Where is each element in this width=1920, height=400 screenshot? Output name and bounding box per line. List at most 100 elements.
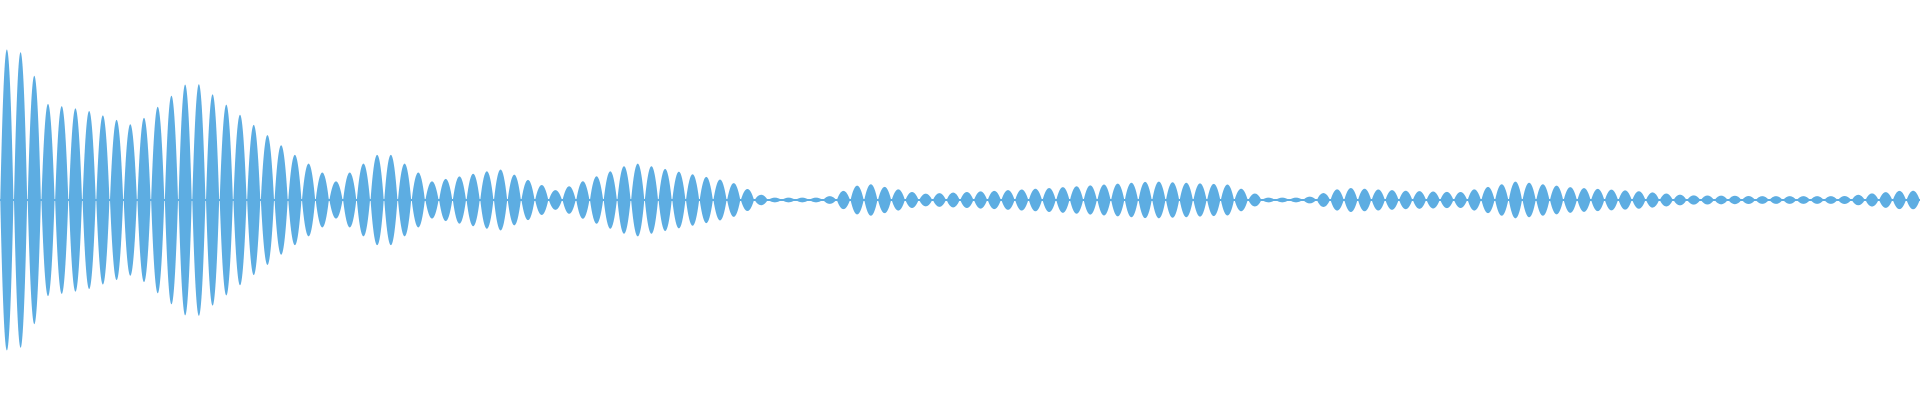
waveform-pulse [1097, 184, 1111, 216]
waveform-pulse [768, 197, 782, 203]
waveform-pulse [1261, 197, 1276, 203]
waveform-pulse [13, 52, 28, 348]
waveform-pulse [576, 181, 590, 219]
waveform-pulse [1591, 188, 1605, 212]
waveform-pulse [1508, 181, 1523, 219]
waveform-pulse [192, 84, 206, 316]
waveform-pulse [1495, 184, 1509, 216]
waveform-pulse [1879, 192, 1893, 208]
waveform-pulse [685, 174, 700, 226]
waveform-pulse [466, 173, 480, 227]
waveform-pulse [1755, 196, 1769, 204]
waveform-pulse [877, 186, 892, 214]
waveform-baseline [0, 199, 1920, 201]
waveform-pulse [27, 75, 41, 325]
waveform-pulse [1673, 194, 1687, 206]
waveform-pulse [1234, 188, 1248, 212]
waveform-pulse [836, 190, 851, 210]
waveform-pulse [960, 191, 974, 209]
waveform-pulse [973, 191, 988, 209]
waveform-pulse [740, 188, 755, 212]
waveform-pulse [1536, 184, 1550, 216]
waveform-pulse [0, 49, 14, 351]
waveform-pulse [1481, 186, 1495, 214]
waveform-pulse [1467, 189, 1481, 211]
waveform-pulse [1783, 196, 1797, 204]
waveform-pulse [1316, 192, 1331, 208]
waveform-pulse [1207, 183, 1221, 217]
waveform-pulse [603, 171, 617, 229]
waveform-pulse [370, 154, 384, 246]
waveform-pulse [1412, 191, 1427, 209]
waveform-pulse [795, 197, 809, 203]
waveform-pulse [1069, 186, 1084, 214]
waveform-pulse [137, 117, 151, 283]
waveform-pulse [1193, 183, 1207, 217]
waveform-pulse [1577, 188, 1591, 212]
waveform-pulse [507, 174, 521, 226]
waveform-pulse [1522, 182, 1536, 218]
waveform-pulse [260, 135, 275, 265]
waveform-pulse [411, 172, 425, 228]
waveform-pulse [919, 193, 933, 207]
waveform-pulse [1632, 191, 1646, 209]
waveform-pulse [1563, 187, 1577, 213]
waveform-pulse [1165, 182, 1180, 218]
waveform-pulse [274, 145, 288, 255]
waveform-pulse [452, 176, 467, 224]
waveform-pulse [548, 190, 563, 210]
waveform-pulse [1549, 185, 1564, 215]
waveform-pulse [932, 193, 947, 207]
waveform-pulse [178, 84, 192, 316]
waveform-pulse [672, 171, 686, 229]
waveform-pulse [1714, 195, 1728, 205]
waveform-pulse [439, 178, 453, 222]
waveform-pulse [617, 166, 631, 234]
waveform-pulse [164, 95, 179, 305]
waveform-pulse [781, 197, 796, 203]
waveform-pulse [329, 181, 343, 219]
waveform-pulse [493, 169, 508, 231]
waveform-pulse [288, 154, 302, 246]
waveform-pulse [809, 197, 823, 203]
waveform-pulse [205, 94, 220, 306]
waveform-pulse [425, 181, 439, 219]
waveform-pulse [1344, 187, 1358, 213]
waveform-pulse [987, 190, 1001, 210]
waveform-pulse [1618, 190, 1632, 210]
waveform-pulse [109, 119, 124, 281]
waveform-pulse [1275, 197, 1289, 203]
waveform-pulse [589, 176, 604, 224]
waveform-pulse [1179, 182, 1193, 218]
waveform-pulse [480, 171, 494, 229]
waveform-pulse [1687, 195, 1701, 205]
waveform-pulse [1741, 195, 1756, 205]
waveform-pulse [356, 163, 371, 237]
waveform-pulse [82, 110, 96, 290]
waveform-pulse [1289, 197, 1303, 203]
waveform-pulse [1028, 188, 1043, 212]
waveform-pulse [727, 183, 741, 217]
waveform-pulse [823, 196, 837, 204]
waveform-pulse [1056, 187, 1070, 213]
waveform-pulse [631, 163, 645, 237]
waveform-pulse [315, 172, 329, 228]
waveform-pulse [1851, 194, 1865, 206]
waveform-pulse [343, 172, 357, 228]
waveform-pulse [891, 189, 905, 211]
waveform-pulse [1357, 188, 1372, 212]
waveform-pulse [1453, 191, 1468, 209]
waveform-pulse [41, 103, 55, 297]
waveform-pulse [1700, 195, 1715, 205]
waveform-pulse [1906, 190, 1920, 210]
waveform-pulse [1111, 183, 1125, 217]
waveform-pulse [1330, 189, 1344, 211]
waveform-pulse [754, 194, 768, 206]
waveform-pulse [1015, 189, 1029, 211]
waveform-pulse [1796, 196, 1811, 204]
waveform-pulse [96, 115, 110, 285]
waveform-pulse [1440, 191, 1454, 209]
waveform-pulse [247, 124, 261, 276]
